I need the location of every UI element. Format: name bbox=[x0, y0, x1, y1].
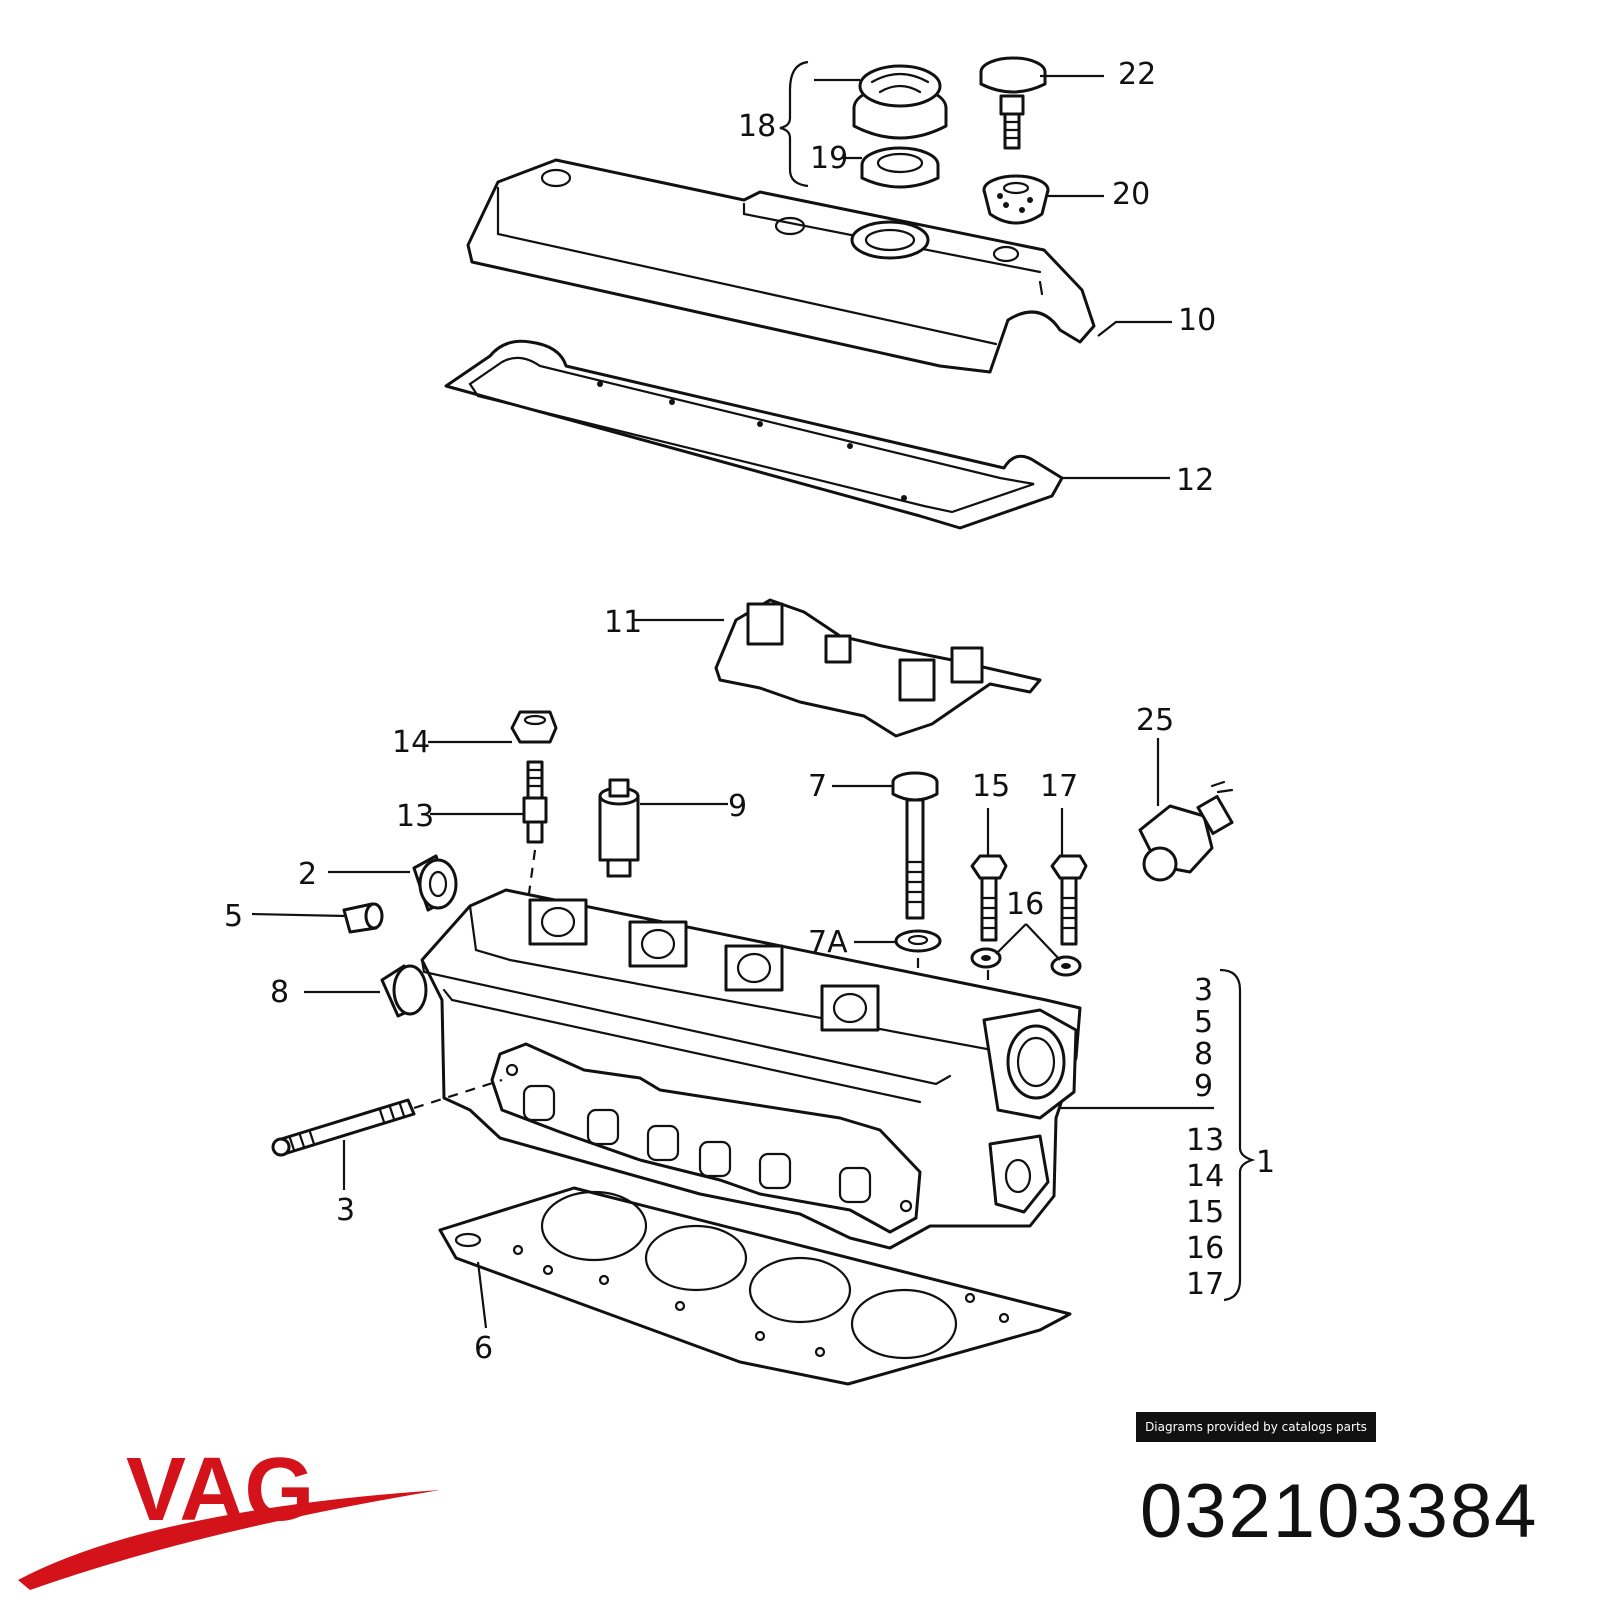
group-item: 3 bbox=[1194, 973, 1213, 1008]
brand-text: VAG bbox=[126, 1440, 314, 1540]
credit-banner: Diagrams provided by catalogs parts bbox=[1136, 1412, 1376, 1442]
callout-7A: 7A bbox=[808, 925, 848, 960]
callout-5: 5 bbox=[224, 899, 243, 934]
callout-14: 14 bbox=[392, 725, 430, 760]
bolt-washer bbox=[894, 929, 942, 953]
oil-filler-seal bbox=[860, 146, 940, 189]
callout-labels: 22 18 19 20 10 12 11 14 13 9 7 15 17 25 … bbox=[224, 57, 1275, 1366]
callout-2: 2 bbox=[298, 857, 317, 892]
stud-axis bbox=[525, 849, 537, 909]
cover-bolt bbox=[979, 56, 1047, 150]
nut bbox=[510, 710, 558, 744]
group-item: 17 bbox=[1186, 1267, 1224, 1302]
callout-22: 22 bbox=[1118, 57, 1156, 92]
stud bbox=[522, 760, 548, 844]
valve-cover-gasket bbox=[444, 339, 1064, 530]
callout-7: 7 bbox=[808, 769, 827, 804]
plug-large bbox=[380, 964, 428, 1018]
callout-13: 13 bbox=[396, 799, 434, 834]
group-item: 5 bbox=[1194, 1005, 1213, 1040]
group-item: 9 bbox=[1194, 1069, 1213, 1104]
callout-12: 12 bbox=[1176, 463, 1214, 498]
callout-8: 8 bbox=[270, 975, 289, 1010]
bushing bbox=[412, 854, 458, 912]
cylinder-head bbox=[420, 888, 1082, 1250]
callout-18: 18 bbox=[738, 109, 776, 144]
washer-16a bbox=[970, 947, 1002, 969]
leader-lines bbox=[251, 74, 1256, 1329]
oil-deflector bbox=[714, 598, 1042, 738]
group-item: 13 bbox=[1186, 1123, 1224, 1158]
head-gasket bbox=[438, 1186, 1072, 1386]
group-item: 14 bbox=[1186, 1159, 1224, 1194]
callout-17: 17 bbox=[1040, 769, 1078, 804]
callout-9: 9 bbox=[728, 789, 747, 824]
callout-6: 6 bbox=[474, 1331, 493, 1366]
group-item: 8 bbox=[1194, 1037, 1213, 1072]
bolt-15 bbox=[970, 854, 1008, 942]
part-number: 032103384 bbox=[1140, 1469, 1539, 1554]
group-item: 16 bbox=[1186, 1231, 1224, 1266]
bracket-18 bbox=[779, 60, 809, 188]
plug-small bbox=[342, 902, 384, 934]
callout-16: 16 bbox=[1006, 887, 1044, 922]
head-bolt bbox=[891, 771, 939, 920]
stud-3-axis bbox=[413, 1078, 503, 1110]
callout-1: 1 bbox=[1256, 1145, 1275, 1180]
callout-15: 15 bbox=[972, 769, 1010, 804]
group-item: 15 bbox=[1186, 1195, 1224, 1230]
long-stud bbox=[271, 1098, 416, 1157]
valve-guide bbox=[598, 778, 640, 878]
callout-20: 20 bbox=[1112, 177, 1150, 212]
callout-25: 25 bbox=[1136, 703, 1174, 738]
grommet bbox=[982, 174, 1050, 225]
callout-3: 3 bbox=[336, 1193, 355, 1228]
callout-11: 11 bbox=[604, 605, 642, 640]
assembly-group-list: 3 5 8 9 13 14 15 16 17 bbox=[1186, 973, 1224, 1302]
bolt-17 bbox=[1050, 854, 1088, 946]
oil-filler-cap bbox=[852, 64, 948, 140]
washer-16b bbox=[1050, 955, 1082, 977]
temperature-sender bbox=[1138, 780, 1234, 882]
callout-10: 10 bbox=[1178, 303, 1216, 338]
brand-logo: VAG bbox=[18, 1440, 440, 1590]
callout-19: 19 bbox=[810, 141, 848, 176]
valve-cover bbox=[466, 158, 1096, 374]
